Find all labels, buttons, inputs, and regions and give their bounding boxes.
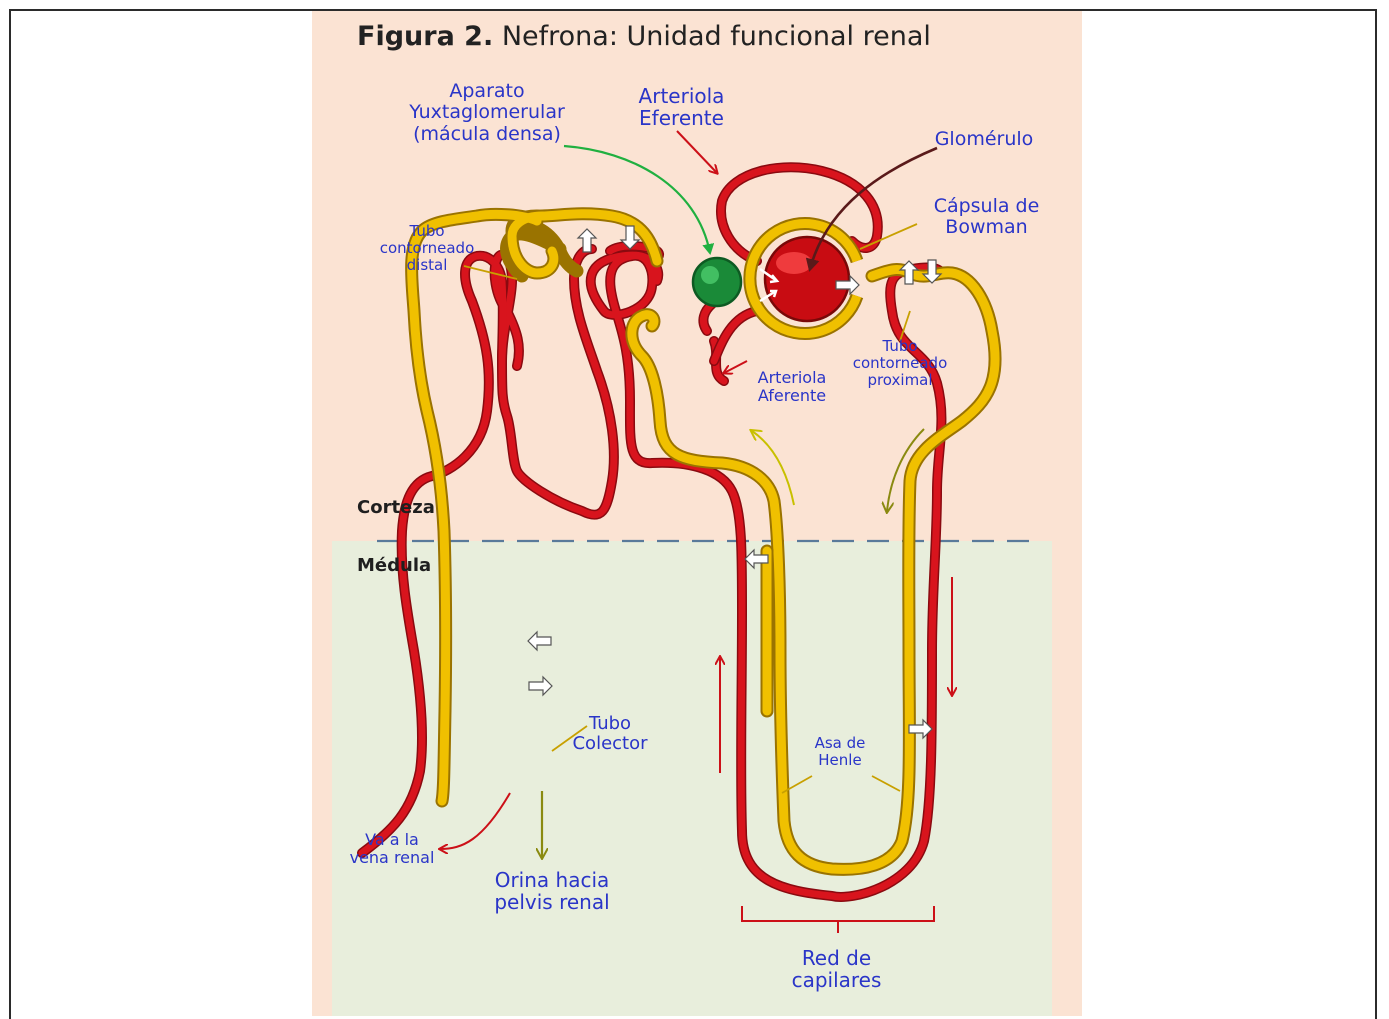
label-tubo-proximal: Tubo contorneado proximal bbox=[840, 338, 960, 388]
vena-pointer-arrow bbox=[440, 793, 510, 849]
label-aparato: Aparato Yuxtaglomerular (mácula densa) bbox=[397, 81, 577, 145]
collector-out-arrow bbox=[528, 632, 551, 650]
label-va-vena: Va a la vena renal bbox=[337, 831, 447, 867]
glomerulus-ball bbox=[765, 237, 849, 321]
nephron-figure: Figura 2. Nefrona: Unidad funcional rena… bbox=[312, 11, 1082, 1016]
label-tubo-distal: Tubo contorneado distal bbox=[367, 223, 487, 273]
henle-leader-right bbox=[872, 776, 900, 791]
label-arteriola-aferente: Arteriola Aferente bbox=[742, 369, 842, 405]
title-prefix: Figura 2. bbox=[357, 21, 493, 52]
label-asa-henle: Asa de Henle bbox=[790, 735, 890, 769]
title-rest: Nefrona: Unidad funcional renal bbox=[493, 21, 931, 52]
label-tubo-colector: Tubo Colector bbox=[560, 714, 660, 754]
label-orina: Orina hacia pelvis renal bbox=[482, 869, 622, 914]
figure-title: Figura 2. Nefrona: Unidad funcional rena… bbox=[357, 21, 931, 52]
label-corteza: Corteza bbox=[357, 497, 435, 518]
capsula-leader-line bbox=[860, 224, 917, 249]
label-medula: Médula bbox=[357, 555, 431, 576]
capilares-bracket bbox=[742, 906, 934, 933]
label-arteriola-eferente: Arteriola Eferente bbox=[624, 85, 739, 130]
label-glomerulo: Glomérulo bbox=[924, 129, 1044, 150]
label-red-capilares: Red de capilares bbox=[774, 947, 899, 992]
macula-densa bbox=[693, 258, 741, 306]
efferent-pointer-arrow bbox=[677, 131, 717, 173]
label-capsula: Cápsula de Bowman bbox=[924, 196, 1049, 239]
collector-in-arrow bbox=[529, 677, 552, 695]
